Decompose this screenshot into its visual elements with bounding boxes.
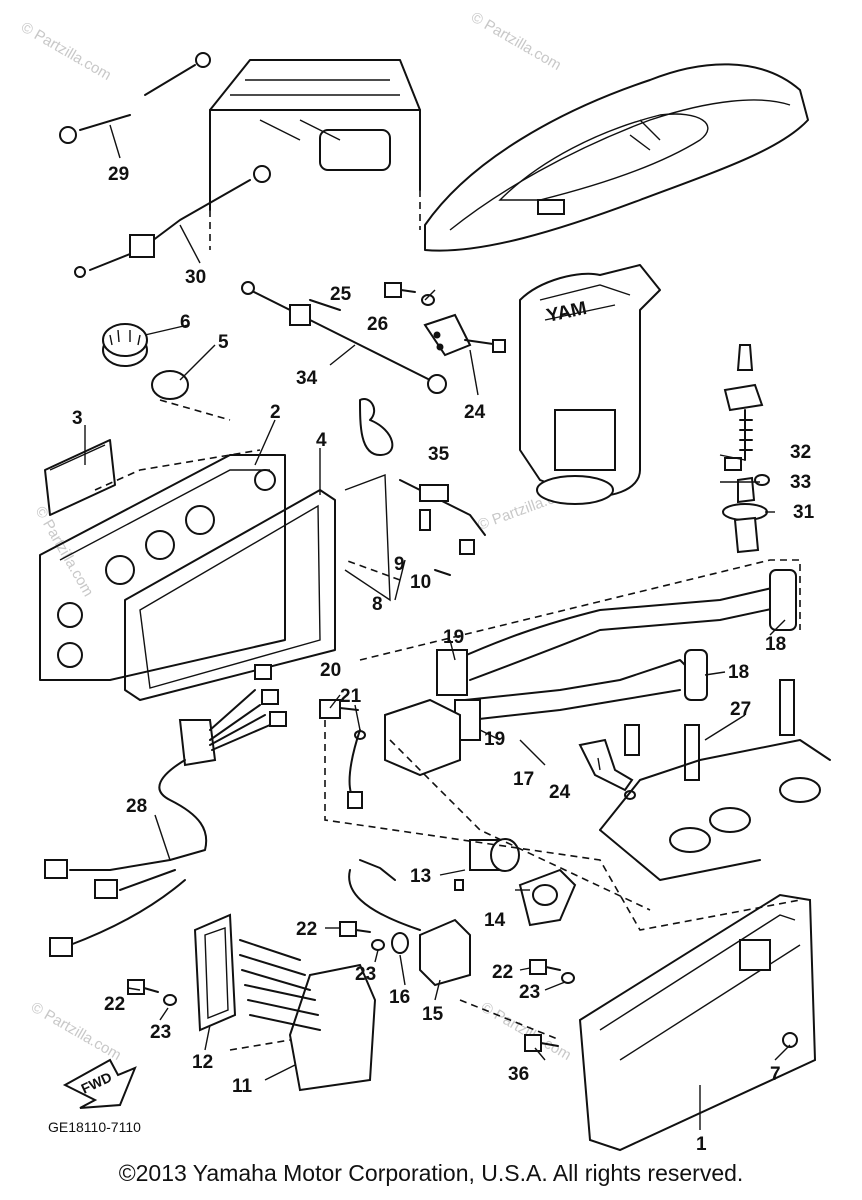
callout-31: 31 [793, 502, 815, 523]
forward-arrow: FWD [62, 1058, 137, 1109]
callout-27: 27 [730, 699, 751, 720]
callout-2: 2 [270, 402, 281, 423]
callout-22-a: 22 [296, 919, 317, 940]
rectifier [348, 859, 471, 987]
callout-24: 24 [464, 402, 486, 423]
watermark-1: © Partzilla.com [18, 19, 114, 84]
callout-12: 12 [192, 1052, 213, 1073]
callout-18-mid: 18 [728, 662, 749, 683]
callout-9: 9 [394, 554, 405, 575]
cylinder-head-cover [39, 454, 286, 681]
callout-34: 34 [296, 368, 318, 389]
battery-cable-34 [241, 281, 447, 394]
callout-4: 4 [316, 430, 327, 451]
assembly-lines [94, 449, 801, 1051]
callout-26: 26 [367, 314, 388, 335]
battery-outline [209, 59, 421, 250]
callout-16: 16 [389, 987, 410, 1008]
callout-3: 3 [72, 408, 83, 429]
spark-plugs [599, 679, 831, 881]
control-unit [578, 893, 817, 1152]
fuse-holder-upper [423, 313, 506, 357]
callout-33: 33 [790, 472, 811, 493]
ignition-coil [319, 698, 461, 809]
band-clamp [359, 398, 394, 456]
electrical-box [193, 913, 377, 1092]
callout-10: 10 [410, 572, 431, 593]
spark-plug-sensor [722, 344, 770, 554]
callout-29: 29 [108, 164, 129, 185]
callout-23-a: 23 [355, 964, 376, 985]
callout-15: 15 [422, 1004, 444, 1025]
battery-cables [59, 52, 271, 278]
callout-36: 36 [508, 1064, 529, 1085]
callout-17: 17 [513, 769, 534, 790]
watermark-5: © Partzilla.com [478, 999, 574, 1064]
decal [44, 439, 116, 516]
callout-19-top: 19 [443, 627, 464, 648]
bolt-25 [384, 282, 435, 306]
callout-5: 5 [218, 332, 229, 353]
callouts: 29 30 6 5 3 2 4 25 26 34 24 35 9 10 8 32… [72, 164, 815, 1155]
callout-19-low: 19 [484, 729, 505, 750]
watermarks: © Partzilla.com © Partzilla.com © Partzi… [18, 9, 576, 1064]
callout-11: 11 [232, 1076, 253, 1097]
copyright-notice: ©2013 Yamaha Motor Corporation, U.S.A. A… [118, 1160, 744, 1186]
engine-tower: YAM [519, 264, 661, 505]
bolts-lower [127, 921, 575, 1052]
callout-6: 6 [180, 312, 191, 333]
engine-logo-text: YAM [545, 298, 589, 327]
callout-30: 30 [185, 267, 206, 288]
watermark-6: © Partzilla.com [32, 504, 97, 600]
callout-22-b: 22 [492, 962, 513, 983]
callout-20: 20 [320, 660, 341, 681]
diagram-code: GE18110-7110 [48, 1119, 141, 1135]
callout-24-low: 24 [549, 782, 571, 803]
callout-23-c: 23 [150, 1022, 171, 1043]
wire-lead-8 [344, 474, 486, 602]
callout-22-c: 22 [104, 994, 125, 1015]
callout-32: 32 [790, 442, 811, 463]
starter-relay [454, 838, 577, 927]
wire-harness [44, 664, 287, 957]
callout-21: 21 [340, 686, 362, 707]
leader-lines [84, 124, 791, 1130]
callout-35: 35 [428, 444, 450, 465]
callout-1: 1 [696, 1134, 707, 1155]
callout-18-top: 18 [765, 634, 786, 655]
jetski-hull [424, 63, 809, 252]
callout-23-b: 23 [519, 982, 540, 1003]
callout-13: 13 [410, 866, 431, 887]
callout-25: 25 [330, 284, 352, 305]
callout-8: 8 [372, 594, 383, 615]
watermark-2: © Partzilla.com [468, 9, 564, 74]
callout-7: 7 [770, 1064, 781, 1085]
cap-and-oring [102, 323, 231, 421]
callout-14: 14 [484, 910, 506, 931]
callout-28: 28 [126, 796, 147, 817]
fuse-holder-lower [578, 724, 640, 800]
